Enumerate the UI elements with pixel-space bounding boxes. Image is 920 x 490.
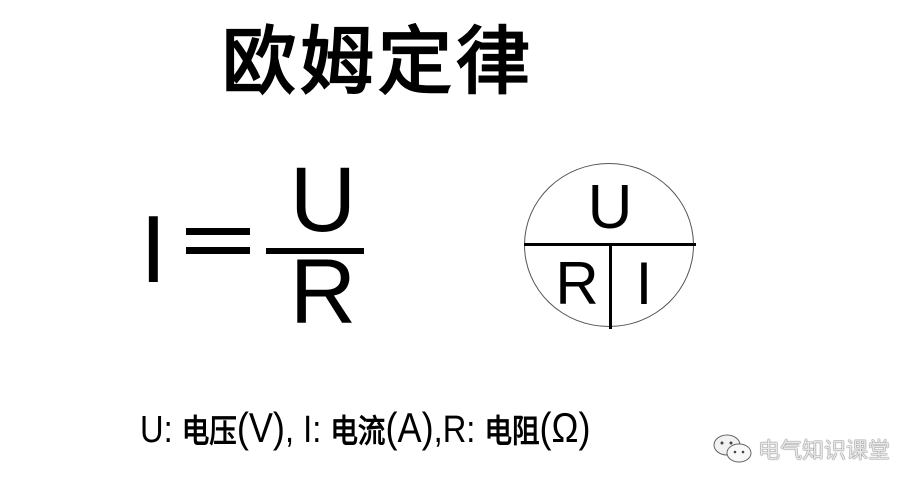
formula-current: I (140, 196, 167, 303)
equals-bar-top (186, 228, 250, 235)
formula-numerator: U (289, 149, 357, 251)
legend-i-unit: (A) (385, 404, 434, 451)
watermark: 电气知识课堂 (712, 432, 890, 466)
legend-r-name: 电阻 (484, 412, 540, 450)
legend-separator: , (433, 409, 443, 451)
formula-denominator: R (289, 241, 357, 343)
fraction-line (266, 248, 364, 254)
page-title: 欧姆定律 (222, 19, 534, 105)
circle-horizontal-divider (524, 243, 696, 246)
circle-resistance: R (555, 250, 599, 317)
ohms-law-formula: I U R (138, 150, 378, 343)
wechat-icon (712, 432, 754, 466)
legend-i-name: 电流 (330, 412, 386, 450)
legend-u-unit: (V) (236, 404, 285, 451)
legend-u-name: 电压 (181, 412, 237, 450)
circle-vertical-divider (609, 245, 612, 329)
variable-legend: U: 电压(V), I: 电流(A),R: 电阻(Ω) (140, 398, 591, 461)
circle-current: I (635, 250, 653, 317)
equals-bar-bottom (186, 247, 250, 254)
legend-i-symbol: I: (303, 409, 322, 451)
watermark-text: 电气知识课堂 (758, 439, 891, 464)
legend-r-symbol: R: (442, 409, 476, 451)
equals-sign (186, 218, 250, 258)
legend-u-symbol: U: (140, 409, 173, 451)
circle-voltage: U (587, 173, 633, 242)
legend-r-unit: (Ω) (539, 404, 591, 451)
legend-separator: , (284, 409, 295, 451)
ohms-law-circle: U R I (524, 163, 696, 329)
